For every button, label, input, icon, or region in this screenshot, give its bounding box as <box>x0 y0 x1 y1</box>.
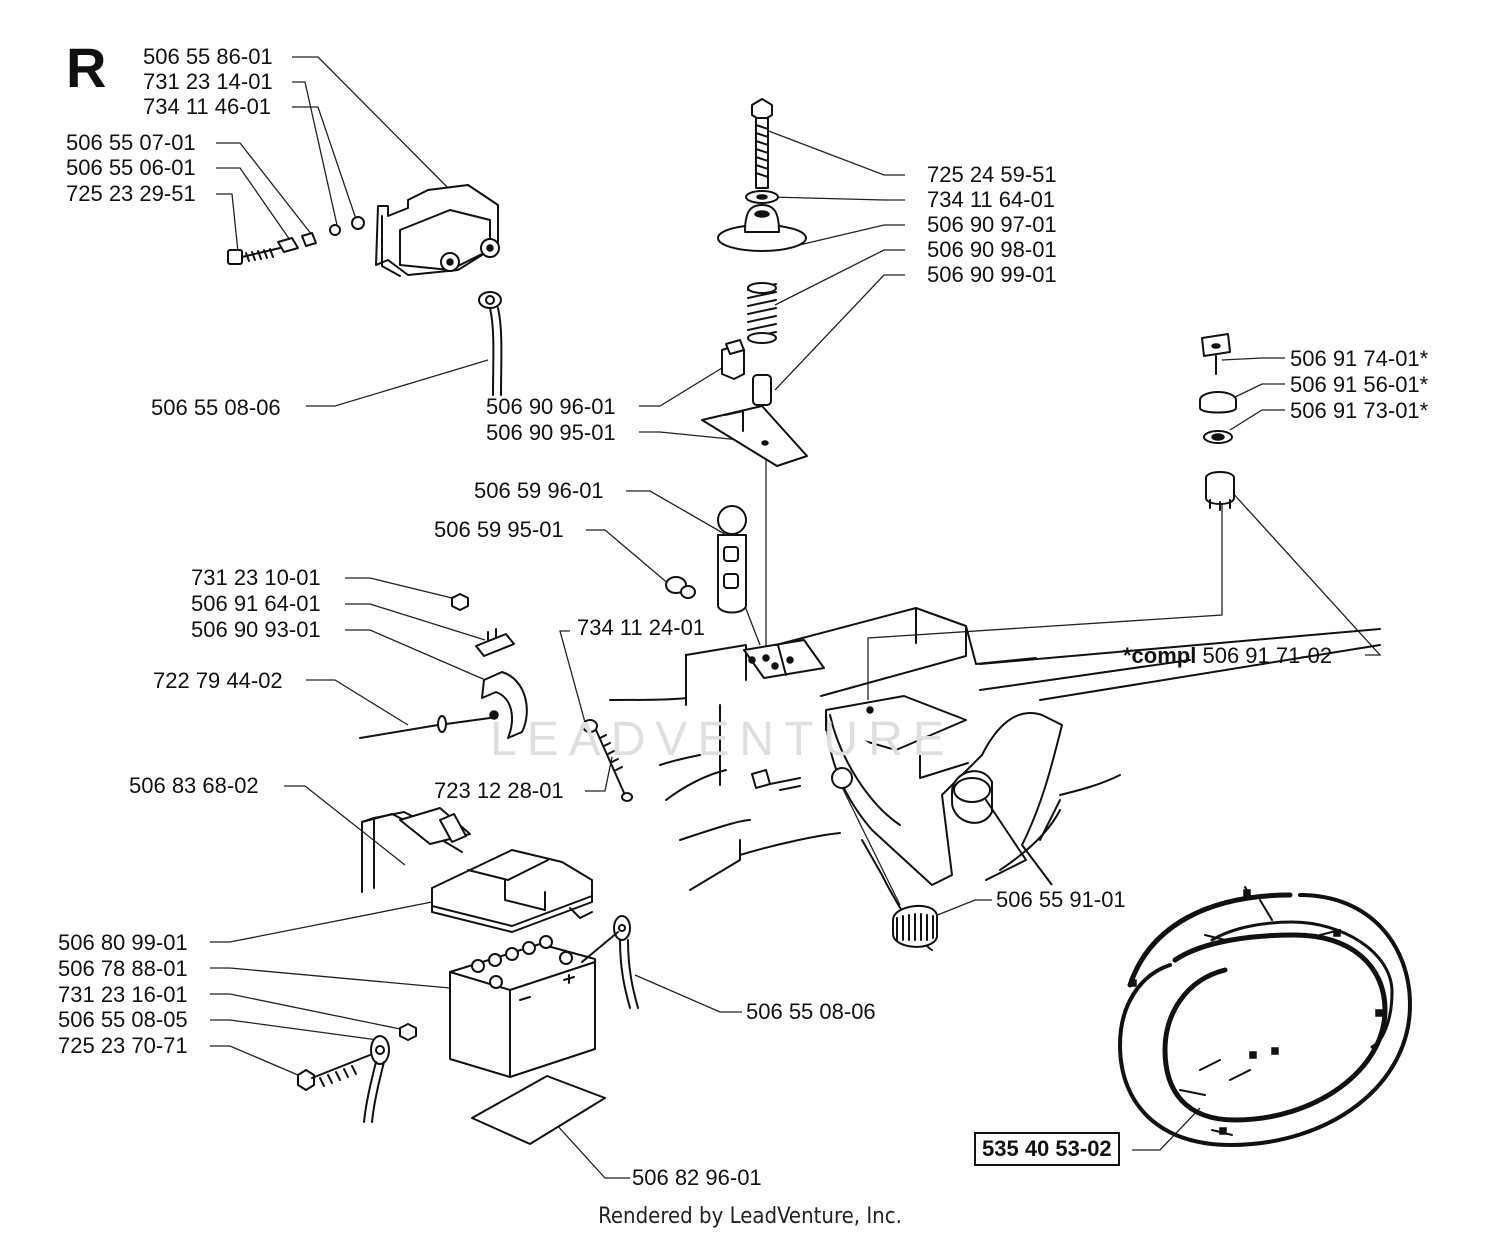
part-label[interactable]: 506 59 95-01 <box>434 517 564 542</box>
part-label[interactable]: 506 91 56-01* <box>1290 372 1429 397</box>
part-label[interactable]: 725 23 70-71 <box>58 1033 188 1058</box>
part-label[interactable]: 506 78 88-01 <box>58 956 188 981</box>
battery-cover <box>431 849 593 933</box>
part-label[interactable]: 506 55 08-06 <box>151 395 281 420</box>
part-label[interactable]: 506 90 93-01 <box>191 617 321 642</box>
part-label[interactable]: 506 90 95-01 <box>486 420 616 445</box>
part-label[interactable]: 722 79 44-02 <box>153 668 283 693</box>
part-label[interactable]: 506 55 86-01 <box>143 44 273 69</box>
part-label[interactable]: 506 91 74-01* <box>1290 346 1429 371</box>
part-label[interactable]: 506 55 08-05 <box>58 1007 188 1032</box>
neutral-switch-parts <box>359 593 633 802</box>
battery-cables <box>297 915 639 1123</box>
part-label[interactable]: 506 59 96-01 <box>474 478 604 503</box>
compl-prefix: *compl <box>1123 643 1197 668</box>
part-label[interactable]: 506 90 97-01 <box>927 212 1057 237</box>
section-letter: R <box>66 36 107 99</box>
tractor-frame <box>609 607 1381 951</box>
part-label[interactable]: 506 55 08-06 <box>746 999 876 1024</box>
wiring-harness <box>1118 886 1412 1147</box>
part-label[interactable]: 725 24 59-51 <box>927 162 1057 187</box>
harness-part-box[interactable]: 535 40 53-02 <box>974 1132 1120 1166</box>
part-label[interactable]: 731 23 16-01 <box>58 982 188 1007</box>
part-label[interactable]: 506 91 73-01* <box>1290 398 1429 423</box>
part-label[interactable]: 506 55 06-01 <box>66 155 196 180</box>
lever-knob <box>665 505 747 614</box>
part-label[interactable]: 725 23 29-51 <box>66 181 196 206</box>
part-label[interactable]: 734 11 24-01 <box>577 615 706 640</box>
part-label[interactable]: 731 23 10-01 <box>191 565 321 590</box>
footer-credit: Rendered by LeadVenture, Inc. <box>598 1204 902 1229</box>
compl-number: 506 91 71-02 <box>1202 643 1333 668</box>
part-label[interactable]: 506 55 07-01 <box>66 130 196 155</box>
part-label[interactable]: 506 55 91-01 <box>996 887 1126 912</box>
coupler-506-55-91-01 <box>892 904 938 948</box>
leader-lines <box>210 56 1382 1179</box>
battery-mat <box>471 1075 606 1145</box>
part-label[interactable]: 734 11 46-01 <box>143 94 272 119</box>
pedal-spring-assembly <box>717 98 807 406</box>
switch-bracket-assembly <box>701 339 808 467</box>
part-label[interactable]: 506 90 99-01 <box>927 262 1057 287</box>
part-label[interactable]: 506 90 98-01 <box>927 237 1057 262</box>
part-label[interactable]: 723 12 28-01 <box>434 778 564 803</box>
solenoid-assembly <box>227 184 500 277</box>
watermark: LEADVENTURE <box>490 713 955 766</box>
battery-hold-down <box>361 807 471 893</box>
part-label[interactable]: 506 90 96-01 <box>486 394 616 419</box>
compl-label[interactable]: *compl 506 91 71-02 <box>1123 645 1332 667</box>
part-label[interactable]: 506 82 96-01 <box>632 1165 762 1190</box>
part-label[interactable]: 734 11 64-01 <box>927 187 1056 212</box>
ignition-switch-parts <box>1199 333 1237 511</box>
part-label[interactable]: 506 91 64-01 <box>191 591 321 616</box>
cable-506-55-08-06-top <box>478 291 503 396</box>
part-label[interactable]: 731 23 14-01 <box>143 69 273 94</box>
part-label[interactable]: 506 80 99-01 <box>58 930 188 955</box>
part-label[interactable]: 506 83 68-02 <box>129 773 259 798</box>
battery <box>449 935 596 1078</box>
